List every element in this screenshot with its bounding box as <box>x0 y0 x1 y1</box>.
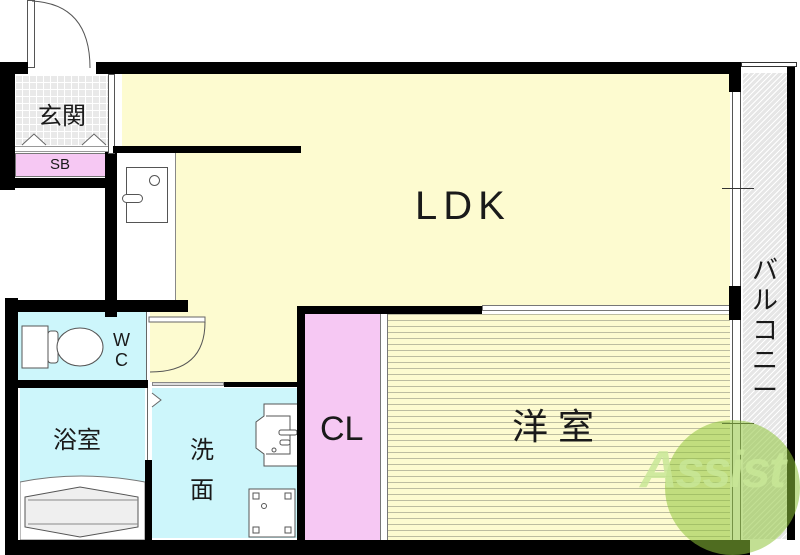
sliding-door <box>152 382 224 386</box>
window-mullion <box>722 188 754 189</box>
wall-closet-top <box>297 306 482 314</box>
wall-sb-bottom <box>0 178 112 188</box>
genkan-label: 玄関 <box>38 102 86 130</box>
door-swing-arc-icon <box>31 0 91 69</box>
wall-genkan-right <box>108 74 115 154</box>
wall-washroom-top <box>224 382 300 387</box>
ldk-floor <box>122 73 730 309</box>
wall-closet-left <box>297 306 305 544</box>
wash-basin-icon <box>255 403 299 467</box>
closet <box>305 314 381 540</box>
washing-machine-pan-icon <box>248 488 296 538</box>
watermark-logo <box>665 420 800 555</box>
closet-doors <box>380 314 388 540</box>
bathroom-label: 浴室 <box>53 426 101 454</box>
toilet-icon <box>21 325 104 369</box>
western-room-label: 洋室 <box>512 407 605 448</box>
ldk-label: LDK <box>415 184 511 228</box>
wall-bottom <box>5 540 750 555</box>
watermark-text: Assist <box>640 441 786 499</box>
step-marker-icon <box>21 133 107 146</box>
washroom-door-frame <box>147 388 151 463</box>
wall-balcony-outer <box>787 62 795 540</box>
wall-left-lower <box>5 298 18 555</box>
sink-handle-icon <box>122 194 143 203</box>
wc-label: W C <box>113 330 130 370</box>
wall-kitchen-left <box>105 152 117 317</box>
window-ldk <box>732 92 741 286</box>
genkan-step <box>15 146 112 152</box>
wall-right-top <box>729 62 741 92</box>
washroom-label: 洗 面 <box>190 436 214 504</box>
wc-door-swing-icon <box>148 316 206 373</box>
wall-top <box>96 62 741 74</box>
balcony-label: バ ル コ ニ ー <box>751 256 778 406</box>
wall-wc-top <box>5 300 188 312</box>
door-marker-icon <box>151 392 162 408</box>
closet-label: CL <box>320 410 364 448</box>
wall-wc-bottom <box>18 380 148 388</box>
wc-door-frame <box>146 312 150 382</box>
entrance-door-leaf <box>27 0 35 68</box>
wall-balcony-top <box>741 62 797 67</box>
wall-bath-wash <box>145 460 152 540</box>
wall-ldk-partition <box>113 146 301 153</box>
western-room-sliding-door <box>482 305 730 311</box>
faucet-icon <box>149 175 160 186</box>
bathtub-icon <box>20 475 145 540</box>
wall-left-genkan <box>0 62 15 190</box>
wall-right-mid <box>729 286 741 320</box>
shoe-box-label: SB <box>50 156 71 173</box>
